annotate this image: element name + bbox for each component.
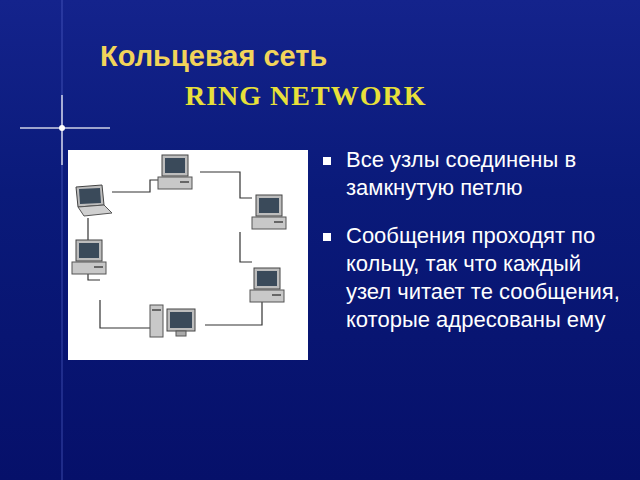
bullet-text: Сообщения проходят по кольцу, так что ка… (346, 222, 630, 334)
slide-subtitle: RING NETWORK (185, 80, 426, 112)
bullet-text: Все узлы соединены в замкнутую петлю (346, 146, 630, 202)
slide-title: Кольцевая сеть (100, 40, 327, 73)
